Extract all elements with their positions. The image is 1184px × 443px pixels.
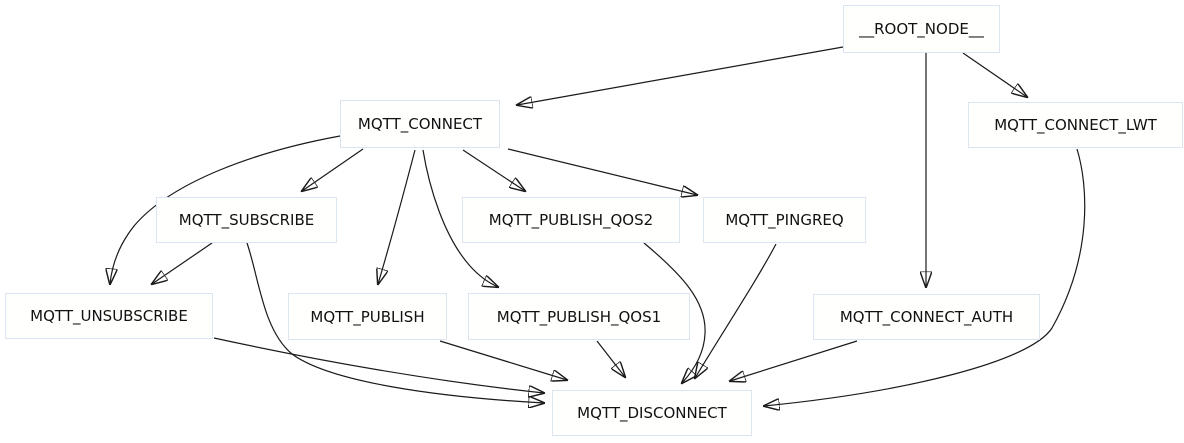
node-mqtt-disconnect: MQTT_DISCONNECT [552, 390, 752, 436]
edge-connect-lwt-to-disconnect [764, 148, 1086, 406]
node-mqtt-publish: MQTT_PUBLISH [288, 293, 447, 340]
node-mqtt-unsubscribe: MQTT_UNSUBSCRIBE [5, 293, 213, 339]
node-mqtt-pingreq: MQTT_PINGREQ [703, 197, 866, 243]
edge-root-to-connect [517, 46, 844, 105]
edge-publish-to-disconnect [439, 340, 567, 380]
edge-publish-qos2-to-disconnect [643, 242, 706, 383]
node-mqtt-publish-qos1: MQTT_PUBLISH_QOS1 [468, 293, 690, 340]
edge-connect-auth-to-disconnect [730, 340, 858, 381]
node-mqtt-publish-qos2: MQTT_PUBLISH_QOS2 [462, 197, 680, 243]
edge-connect-to-publish-qos2 [462, 149, 525, 191]
edge-connect-to-publish-qos1 [422, 149, 498, 287]
edge-publish-qos1-to-disconnect [596, 340, 625, 377]
node-mqtt-connect-auth: MQTT_CONNECT_AUTH [813, 294, 1040, 340]
edge-connect-to-unsubscribe [110, 135, 341, 284]
edge-connect-to-publish [378, 149, 416, 284]
edge-connect-to-pingreq [507, 148, 697, 195]
node-mqtt-connect: MQTT_CONNECT [340, 100, 500, 148]
node-mqtt-connect-lwt: MQTT_CONNECT_LWT [968, 102, 1183, 148]
node-mqtt-subscribe: MQTT_SUBSCRIBE [156, 197, 337, 243]
edge-subscribe-to-disconnect [246, 242, 544, 403]
node-root-node: __ROOT_NODE__ [843, 5, 1000, 53]
edge-root-to-connect-lwt [962, 52, 1027, 97]
edge-connect-to-subscribe [302, 148, 364, 191]
edge-unsubscribe-to-disconnect [213, 337, 544, 393]
edge-pingreq-to-disconnect [695, 243, 777, 378]
edge-subscribe-to-unsubscribe [152, 242, 213, 284]
